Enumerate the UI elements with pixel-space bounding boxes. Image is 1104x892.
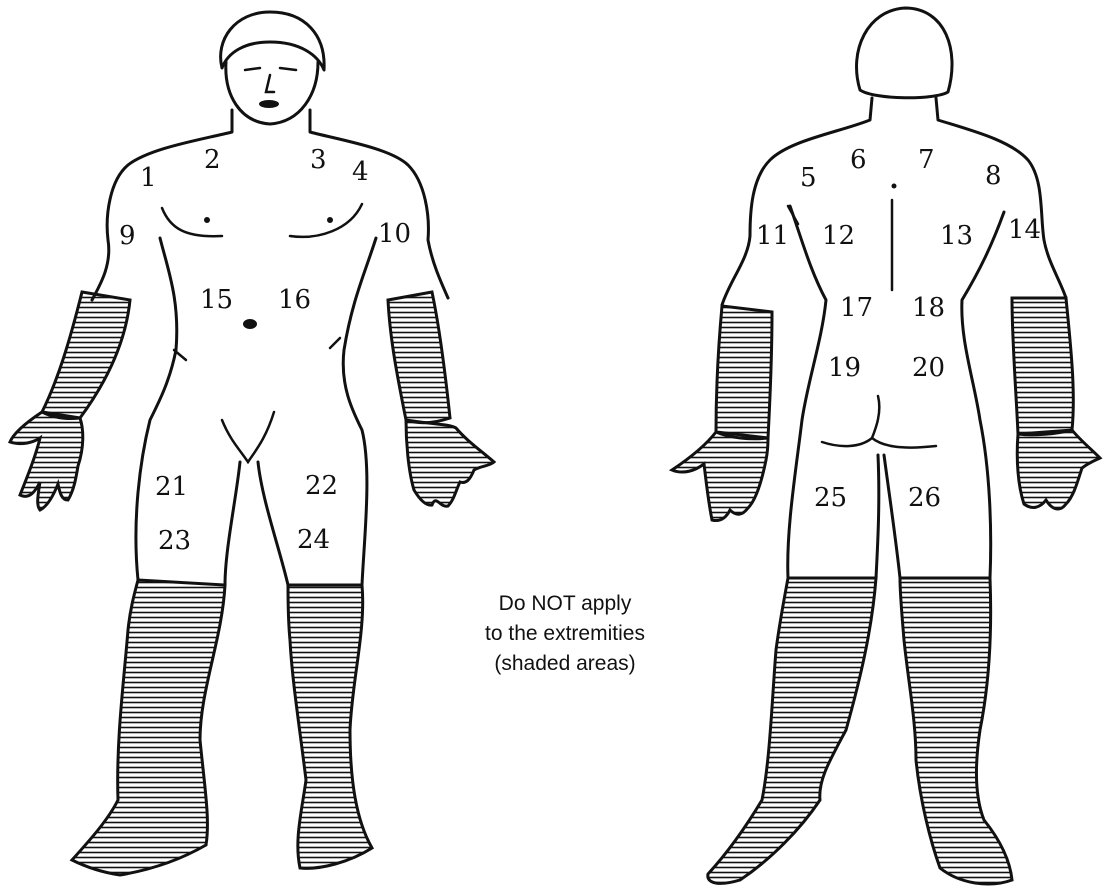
zone-label: 10	[378, 219, 411, 249]
zone-label: 26	[908, 483, 941, 513]
zone-label: 16	[278, 285, 311, 315]
back-left-hand-shaded	[672, 432, 768, 521]
zone-label: 24	[297, 525, 330, 555]
zone-label: 14	[1008, 215, 1041, 245]
front-right-hip	[330, 338, 340, 348]
zone-label: 21	[155, 472, 188, 502]
zone-label: 18	[912, 293, 945, 323]
front-right-forearm-shaded	[388, 292, 450, 423]
front-left-pec	[162, 208, 222, 236]
zone-label: 17	[840, 293, 873, 323]
zone-label: 15	[200, 285, 233, 315]
front-body-figure	[10, 12, 494, 875]
zone-label: 2	[204, 145, 221, 175]
zone-label: 22	[305, 471, 338, 501]
back-left-scapula	[788, 206, 798, 224]
zone-label: 7	[918, 145, 935, 175]
front-mouth	[259, 100, 279, 108]
back-zone-labels: 5 6 7 8 11 12 13 14 17 18 19 20 25 26	[756, 145, 1041, 513]
front-left-leg-shaded	[72, 580, 225, 875]
back-left-forearm-shaded	[716, 306, 772, 439]
zone-label: 8	[985, 161, 1002, 191]
back-body-figure	[672, 8, 1100, 884]
zone-label: 19	[828, 353, 861, 383]
back-spine-top-dot	[892, 184, 897, 189]
back-right-hand-shaded	[1017, 430, 1100, 509]
front-right-hand-shaded	[406, 420, 494, 506]
note-line-1: Do NOT apply	[499, 592, 632, 615]
zone-label: 5	[800, 163, 817, 193]
zone-label: 1	[140, 163, 157, 193]
back-gluteal-line	[822, 396, 936, 448]
zone-label: 3	[310, 145, 327, 175]
zone-label: 23	[158, 526, 191, 556]
zone-label: 20	[912, 353, 945, 383]
front-right-eye	[280, 68, 296, 70]
front-left-forearm-shaded	[42, 292, 130, 419]
back-right-forearm-shaded	[1012, 298, 1073, 435]
back-right-scapula	[998, 212, 1004, 228]
back-left-leg-shaded	[708, 578, 876, 883]
front-left-nipple	[204, 217, 210, 223]
note-line-2: to the extremities	[485, 622, 645, 645]
application-note: Do NOT apply to the extremities (shaded …	[485, 592, 645, 675]
zone-label: 12	[822, 221, 855, 251]
front-right-nipple	[327, 217, 333, 223]
zone-label: 4	[352, 157, 369, 187]
front-right-leg-shaded	[288, 585, 372, 868]
zone-label: 13	[940, 221, 973, 251]
zone-label: 25	[814, 483, 847, 513]
front-hair	[221, 12, 325, 70]
front-left-eye	[245, 68, 260, 70]
zone-label: 6	[850, 145, 867, 175]
zone-label: 9	[119, 221, 136, 251]
front-groin	[222, 412, 274, 462]
front-nose	[266, 75, 274, 92]
back-right-leg-shaded	[900, 578, 1012, 884]
back-hair	[857, 8, 953, 98]
zone-label: 11	[756, 221, 789, 251]
note-line-3: (shaded areas)	[494, 652, 635, 675]
front-right-pec	[290, 204, 362, 237]
front-left-hand-shaded	[10, 412, 83, 510]
front-navel	[243, 319, 257, 329]
